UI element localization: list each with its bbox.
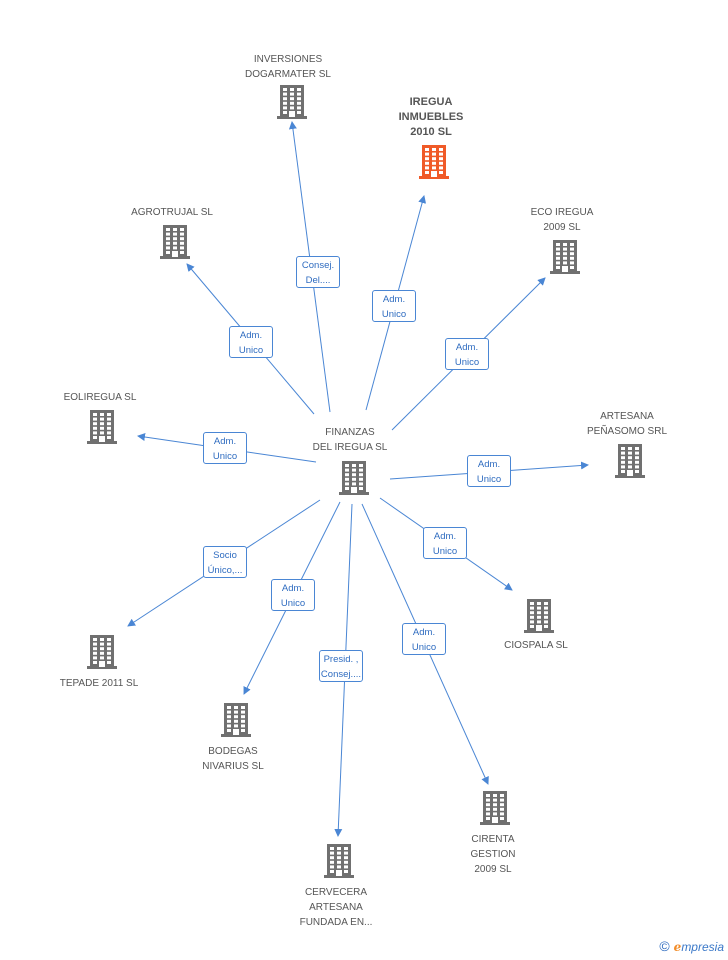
edge-label-artesana[interactable]: Adm. Unico: [467, 455, 511, 487]
edge-label-ciospala[interactable]: Adm. Unico: [423, 527, 467, 559]
node-label-cervecera[interactable]: CERVECERA ARTESANA FUNDADA EN...: [299, 887, 373, 928]
copyright-symbol: ©: [659, 938, 670, 954]
building-icon-inversiones: [277, 85, 307, 119]
edge-label-eco[interactable]: Adm. Unico: [445, 338, 489, 370]
building-icon-bodegas: [221, 703, 251, 737]
edge-label-cervecera[interactable]: Presid. , Consej....: [319, 650, 363, 682]
node-label-bodegas[interactable]: BODEGAS NIVARIUS SL: [202, 746, 264, 772]
building-icon-agrotrujal: [160, 225, 190, 259]
brand-name: mpresia: [681, 940, 724, 954]
node-label-agrotrujal[interactable]: AGROTRUJAL SL: [131, 207, 213, 218]
edge-label-inversiones[interactable]: Consej. Del....: [296, 256, 340, 288]
edge-label-cirenta[interactable]: Adm. Unico: [402, 623, 446, 655]
edge-label-agrotrujal[interactable]: Adm. Unico: [229, 326, 273, 358]
node-label-artesana[interactable]: ARTESANA PEÑASOMO SRL: [586, 411, 668, 437]
empresia-logo: ©empresia: [659, 938, 724, 954]
center-node-label[interactable]: FINANZAS DEL IREGUA SL: [312, 427, 388, 453]
edge-label-bodegas[interactable]: Adm. Unico: [271, 579, 315, 611]
building-icon-eco: [550, 240, 580, 274]
node-label-inversiones[interactable]: INVERSIONES DOGARMATER SL: [245, 54, 331, 80]
building-icon-eoliregua: [87, 410, 117, 444]
building-icon-tepade: [87, 635, 117, 669]
node-label-iregua[interactable]: IREGUA INMUEBLES 2010 SL: [398, 96, 464, 138]
node-label-cirenta[interactable]: CIRENTA GESTION 2009 SL: [470, 834, 516, 875]
brand-initial: e: [673, 940, 682, 954]
edge-label-iregua[interactable]: Adm. Unico: [372, 290, 416, 322]
edge-label-eoliregua[interactable]: Adm. Unico: [203, 432, 247, 464]
building-icon-cervecera: [324, 844, 354, 878]
building-icon-cirenta: [480, 791, 510, 825]
building-icon-artesana: [615, 444, 645, 478]
node-label-ciospala[interactable]: CIOSPALA SL: [504, 640, 568, 651]
edge-label-tepade[interactable]: Socio Único,...: [203, 546, 247, 578]
center-building-icon: [339, 461, 369, 495]
building-icon-ciospala: [524, 599, 554, 633]
node-label-eoliregua[interactable]: EOLIREGUA SL: [63, 392, 137, 403]
building-icon-iregua: [419, 145, 449, 179]
node-label-tepade[interactable]: TEPADE 2011 SL: [59, 678, 139, 689]
node-label-eco[interactable]: ECO IREGUA 2009 SL: [530, 207, 594, 233]
